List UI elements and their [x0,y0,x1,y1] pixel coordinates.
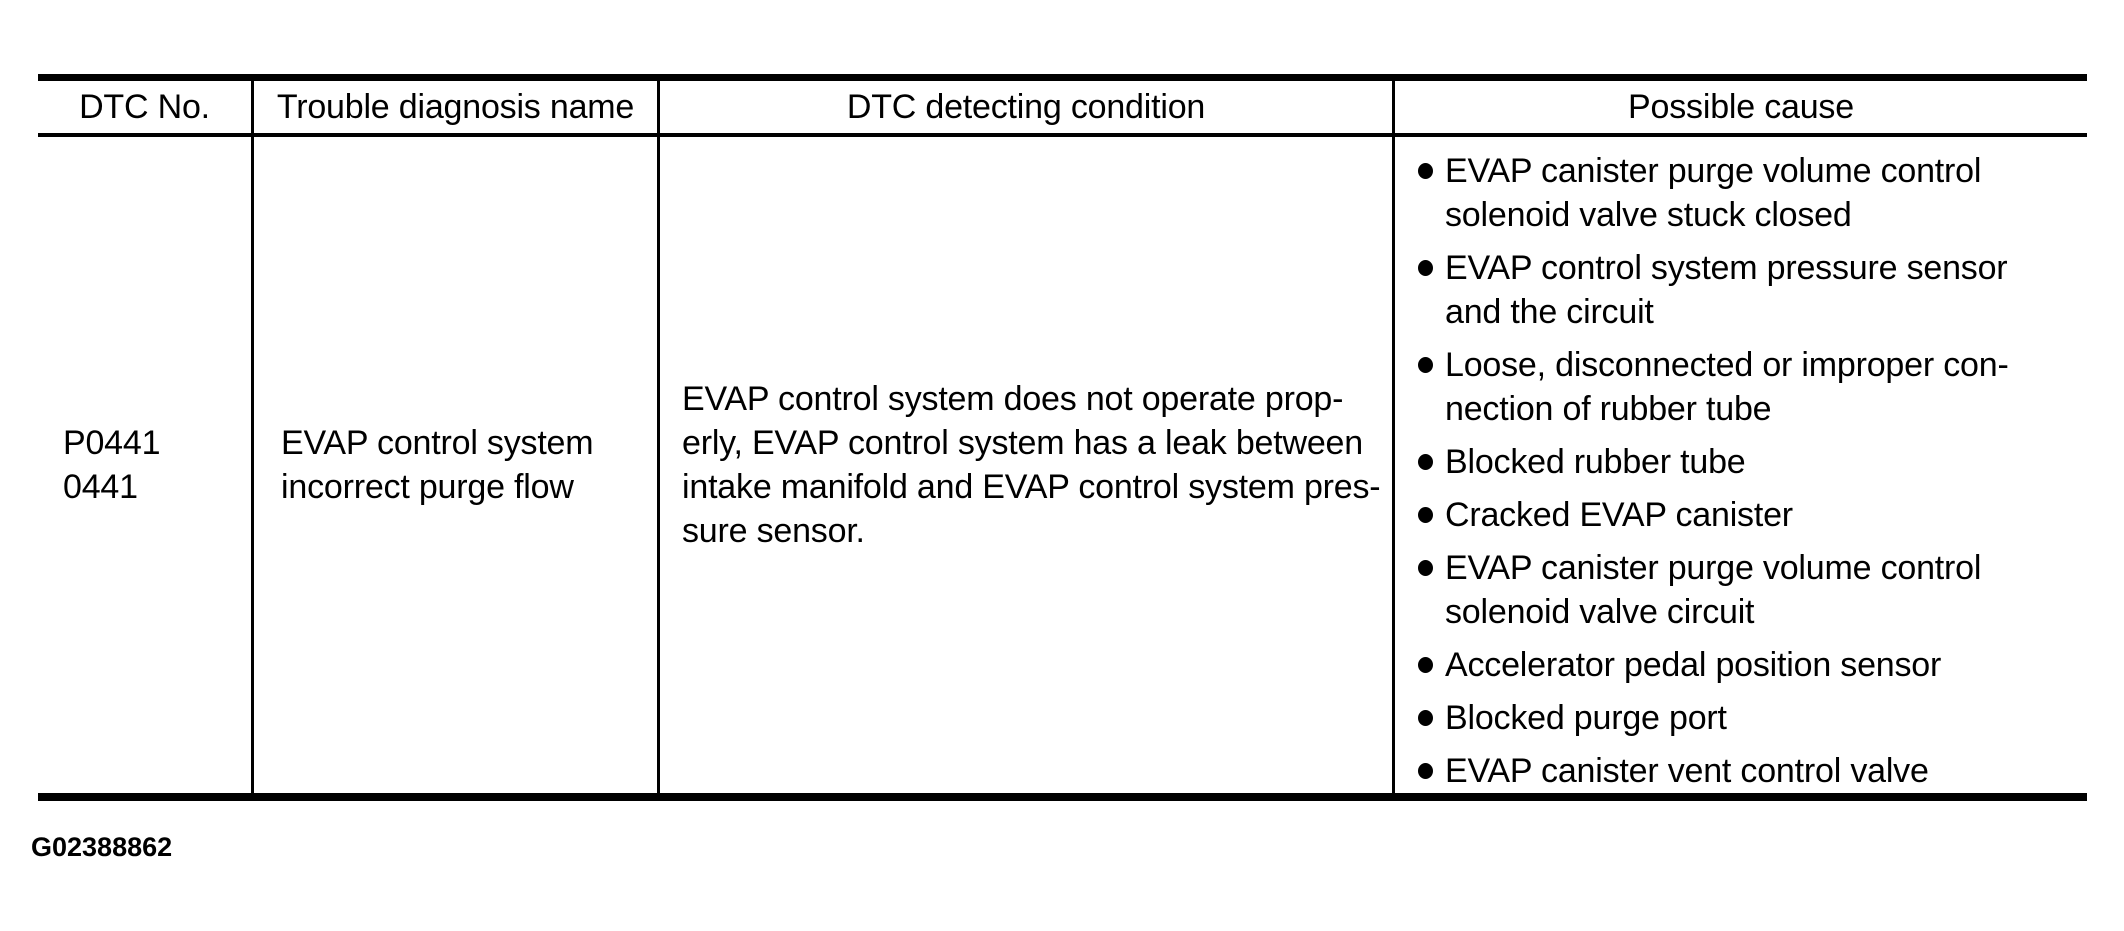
bullet-icon [1418,657,1433,673]
bullet-icon [1418,763,1433,779]
figure-id: G02388862 [31,832,173,862]
possible-cause-line: EVAP canister purge volume control [1445,152,1982,190]
text-line: EVAP control system does not operate pro… [682,380,1344,418]
bullet-icon [1418,454,1433,470]
table-row: P0441 0441 EVAP control system incorrect p… [38,137,2087,801]
text-line: incorrect purge flow [281,468,574,506]
text-line: 0441 [63,468,138,506]
possible-cause-item: Loose, disconnected or improper con-nect… [1418,343,2081,431]
text-line: sure sensor. [682,512,865,550]
cell-trouble-diagnosis-name: EVAP control system incorrect purge flow [251,137,657,793]
bullet-icon [1418,357,1433,373]
bullet-icon [1418,163,1433,179]
column-header-dtc-detecting-condition: DTC detecting condition [657,81,1392,133]
possible-cause-line: Accelerator pedal position sensor [1445,646,1942,684]
column-header-dtc-no: DTC No. [79,87,210,126]
cell-possible-cause: EVAP canister purge volume control soleno… [1392,137,2087,793]
possible-cause-line: and the circuit [1445,293,1654,331]
possible-cause-line: nection of rubber tube [1445,390,1772,428]
possible-cause-line: solenoid valve circuit [1445,593,1755,631]
bullet-icon [1418,710,1433,726]
bullet-icon [1418,507,1433,523]
possible-cause-item: EVAP canister purge volume control soleno… [1418,546,2081,634]
possible-cause-item: Accelerator pedal position sensor [1418,643,2081,687]
bullet-icon [1418,260,1433,276]
cell-dtc-no: P0441 0441 [38,137,251,793]
possible-cause-item: Blocked rubber tube [1418,440,2081,484]
table-top-rule [38,74,2087,81]
text-line: P0441 [63,424,161,462]
possible-cause-item: EVAP control system pressure sensor and t… [1418,246,2081,334]
table-header-row: DTC No. Trouble diagnosis name DTC detec… [38,81,2087,137]
possible-cause-line: solenoid valve stuck closed [1445,196,1852,234]
bullet-icon [1418,560,1433,576]
possible-cause-line: EVAP canister purge volume control [1445,549,1982,587]
possible-cause-line: Blocked purge port [1445,699,1727,737]
possible-cause-line: Loose, disconnected or improper con- [1445,346,2009,384]
possible-cause-item: EVAP canister purge volume control soleno… [1418,149,2081,237]
cell-dtc-detecting-condition: EVAP control system does not operate pro… [657,137,1392,793]
column-header-trouble-diagnosis-name: Trouble diagnosis name [251,81,657,133]
dtc-table: DTC No. Trouble diagnosis name DTC detec… [38,74,2087,801]
text-line: erly, EVAP control system has a leak bet… [682,424,1363,462]
possible-cause-line: EVAP canister vent control valve [1445,752,1929,790]
text-line: EVAP control system [281,424,594,462]
possible-cause-line: Cracked EVAP canister [1445,496,1793,534]
possible-cause-item: EVAP canister vent control valve [1418,749,2081,793]
column-header-possible-cause: Possible cause [1392,81,2087,133]
possible-cause-item: Cracked EVAP canister [1418,493,2081,537]
possible-cause-line: Blocked rubber tube [1445,443,1746,481]
possible-cause-item: Blocked purge port [1418,696,2081,740]
text-line: intake manifold and EVAP control system … [682,468,1381,506]
possible-cause-line: EVAP control system pressure sensor [1445,249,2008,287]
